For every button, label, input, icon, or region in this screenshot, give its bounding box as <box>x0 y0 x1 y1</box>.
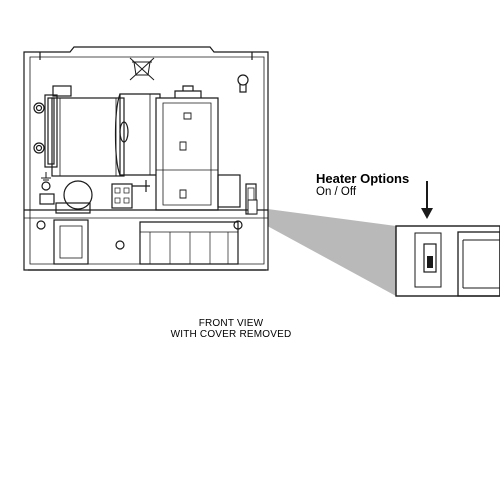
ground-icon <box>41 172 51 183</box>
zoom-cone <box>260 208 396 296</box>
switch-icon <box>423 243 437 273</box>
unit-outline <box>23 46 269 271</box>
caption-line-2: WITH COVER REMOVED <box>170 329 292 340</box>
callout-title: Heater Options <box>316 171 410 186</box>
switch-detail-box <box>395 225 500 297</box>
callout-subtitle: On / Off <box>316 186 357 198</box>
heater-switch <box>247 199 258 215</box>
recycle-bin-crossed-icon <box>129 57 155 81</box>
arrow-down-icon <box>421 181 433 219</box>
caption-line-1: FRONT VIEW <box>198 318 264 329</box>
